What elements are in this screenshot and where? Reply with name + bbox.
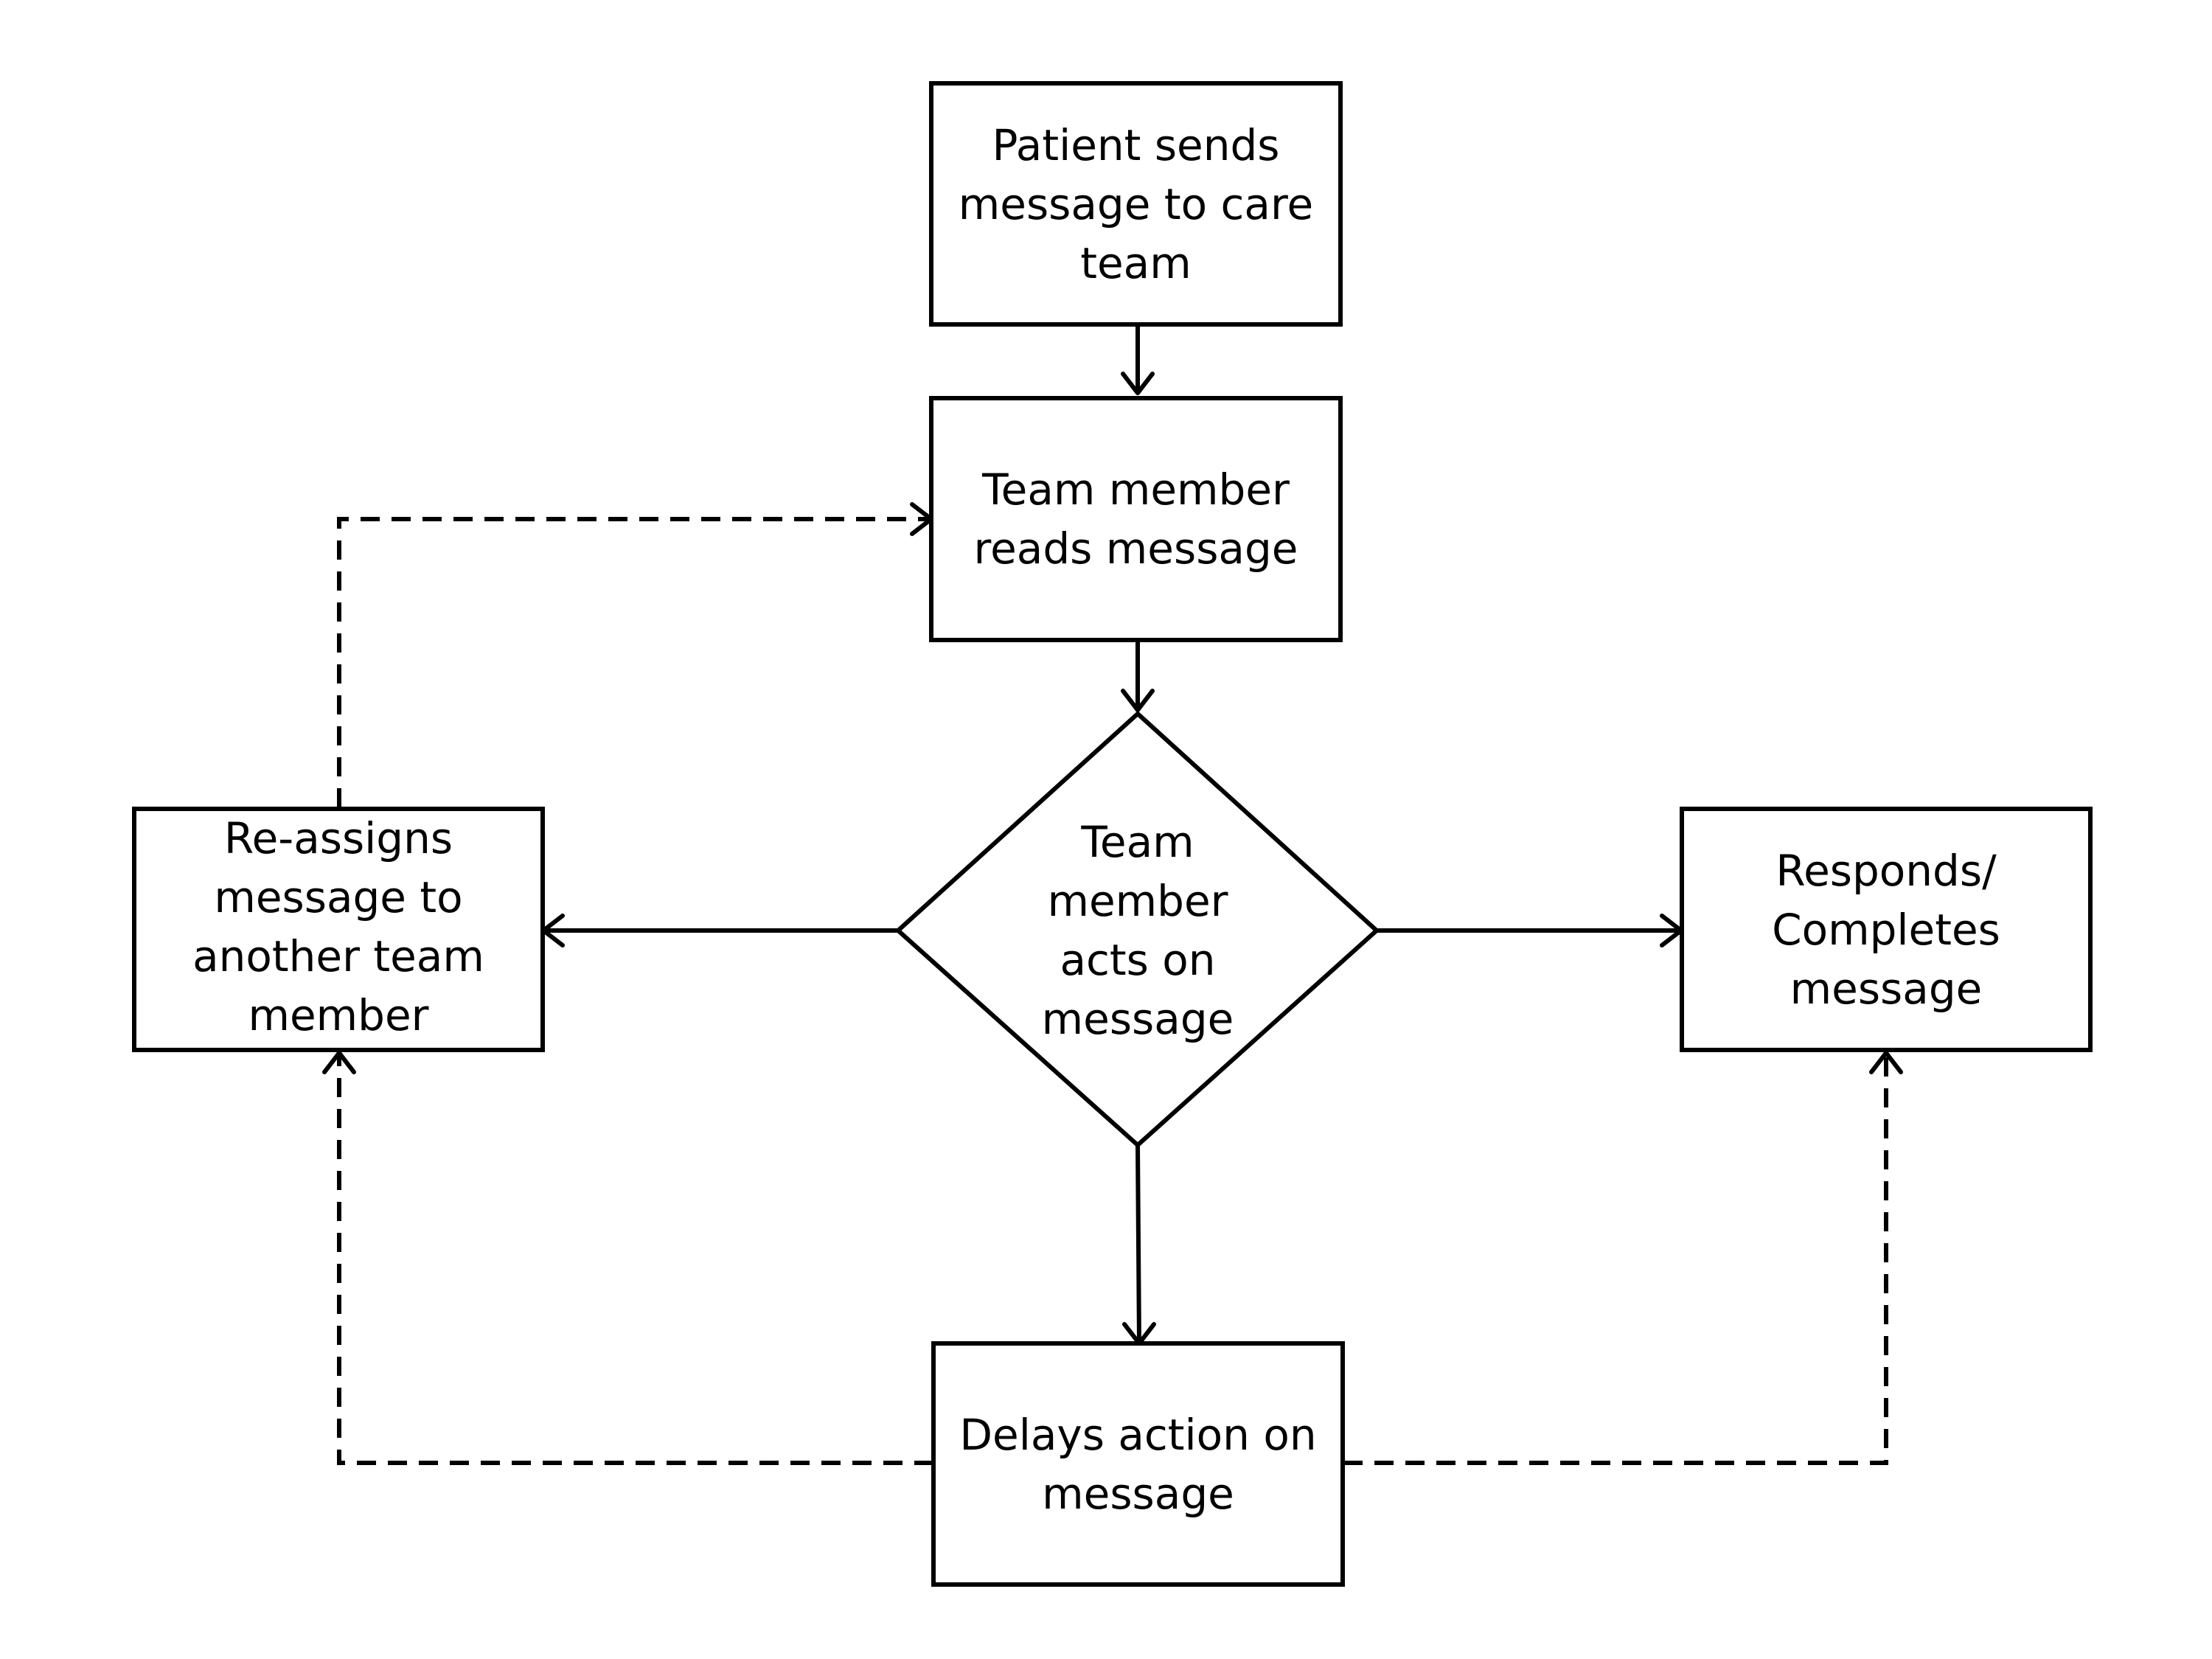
arrowhead-reassigns-bottom	[322, 1051, 356, 1074]
node-acts-on-message-diamond	[894, 710, 1380, 1149]
edges	[322, 327, 1903, 1465]
edge-reassigns-to-reads	[337, 517, 931, 807]
node-delays-box	[931, 1341, 1345, 1587]
node-patient-sends-box	[929, 81, 1343, 327]
node-responds-box	[1680, 807, 2093, 1052]
node-reads-message-box	[929, 396, 1343, 642]
node-reassigns-box	[132, 807, 545, 1052]
edge-decision-to-delays	[1135, 1144, 1141, 1344]
nodes	[132, 81, 2093, 1587]
arrowhead-responds-bottom	[1869, 1051, 1903, 1074]
edge-delays-to-reassigns	[337, 1053, 933, 1465]
edge-delays-to-responds	[1343, 1053, 1888, 1465]
arrowhead-reads-top	[1121, 372, 1155, 395]
arrowhead-decision-top	[1121, 689, 1155, 712]
